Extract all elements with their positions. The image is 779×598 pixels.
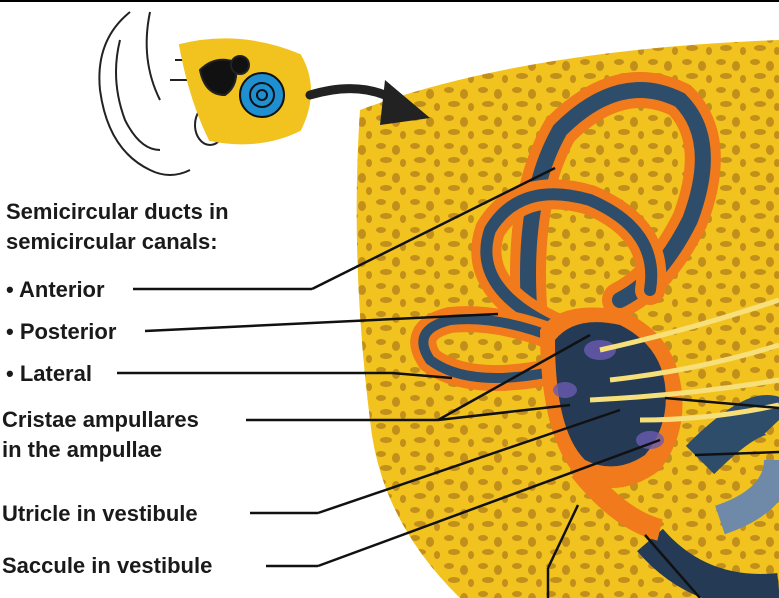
- label-cristae-line-2: in the ampullae: [2, 436, 162, 463]
- label-posterior: • Posterior: [6, 318, 116, 345]
- label-lateral: • Lateral: [6, 360, 92, 387]
- outer-ear-thumbnail: [99, 12, 310, 175]
- label-cristae-line-1: Cristae ampullares: [2, 406, 199, 433]
- label-saccule: Saccule in vestibule: [2, 552, 212, 579]
- label-anterior: • Anterior: [6, 276, 105, 303]
- heading-line-1: Semicircular ducts in: [6, 198, 229, 225]
- label-utricle: Utricle in vestibule: [2, 500, 198, 527]
- heading-line-2: semicircular canals:: [6, 228, 218, 255]
